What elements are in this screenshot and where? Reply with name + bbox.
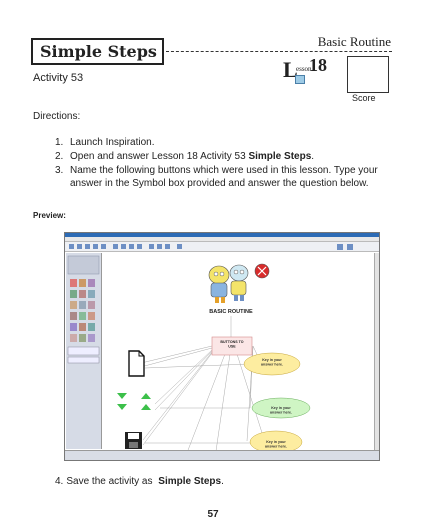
score-box[interactable] <box>347 56 389 93</box>
lesson-logo-letter: L <box>283 57 298 82</box>
step-item: 1. Launch Inspiration. <box>55 136 385 149</box>
step-text: Save the activity as <box>66 476 156 487</box>
routine-label: Basic Routine <box>317 34 391 49</box>
step-emphasis: Simple Steps <box>158 476 222 487</box>
stop-sign-icon <box>254 263 270 279</box>
directions-label: Directions: <box>33 111 81 122</box>
mascot-icon <box>229 264 249 301</box>
lesson-logo-word: esson <box>296 65 312 73</box>
symbol-palette <box>66 253 102 449</box>
header-rule <box>166 51 392 52</box>
title-box: Simple Steps <box>31 38 164 65</box>
directions-steps: 1. Launch Inspiration. 2. Open and answe… <box>55 136 385 191</box>
step-emphasis: Simple Steps <box>248 151 312 162</box>
diagram-connectors <box>136 316 271 459</box>
new-document-icon <box>128 350 145 377</box>
mascot-icon <box>208 265 230 303</box>
computer-icon <box>295 75 305 84</box>
step-item: 3. Name the following buttons which were… <box>55 164 385 190</box>
window-titlebar <box>65 233 379 237</box>
step-text: Name the following buttons which were us… <box>70 165 378 189</box>
save-disk-icon <box>125 432 142 449</box>
diagram-main-title: BASIC ROUTINE <box>209 309 253 315</box>
step-number: 3. <box>55 165 64 176</box>
step-item: 2. Open and answer Lesson 18 Activity 53… <box>55 150 385 163</box>
step-text-end: . <box>311 151 315 162</box>
step-number: 1. <box>55 137 64 148</box>
step-number: 2. <box>55 151 64 162</box>
step-4: 4.Save the activity as Simple Steps. <box>55 476 227 487</box>
page-title: Simple Steps <box>40 42 157 61</box>
window-menubar <box>65 237 379 242</box>
step-text: Launch Inspiration. <box>70 137 155 148</box>
scrollbar[interactable] <box>374 253 379 452</box>
step-text: Open and answer Lesson 18 Activity 53 <box>70 151 249 162</box>
status-bar <box>65 450 379 460</box>
score-label: Score <box>352 93 376 103</box>
activity-label: Activity 53 <box>33 72 84 84</box>
step-number: 4. <box>55 476 64 487</box>
center-box <box>211 336 253 356</box>
lesson-logo: L esson 18 <box>283 55 343 95</box>
window-toolbar <box>65 242 379 252</box>
step-text-end: . <box>221 476 224 487</box>
page-number: 57 <box>207 509 219 520</box>
preview-label: Preview: <box>33 211 66 220</box>
lesson-number: 18 <box>309 55 327 75</box>
arrows-icon <box>117 393 151 410</box>
